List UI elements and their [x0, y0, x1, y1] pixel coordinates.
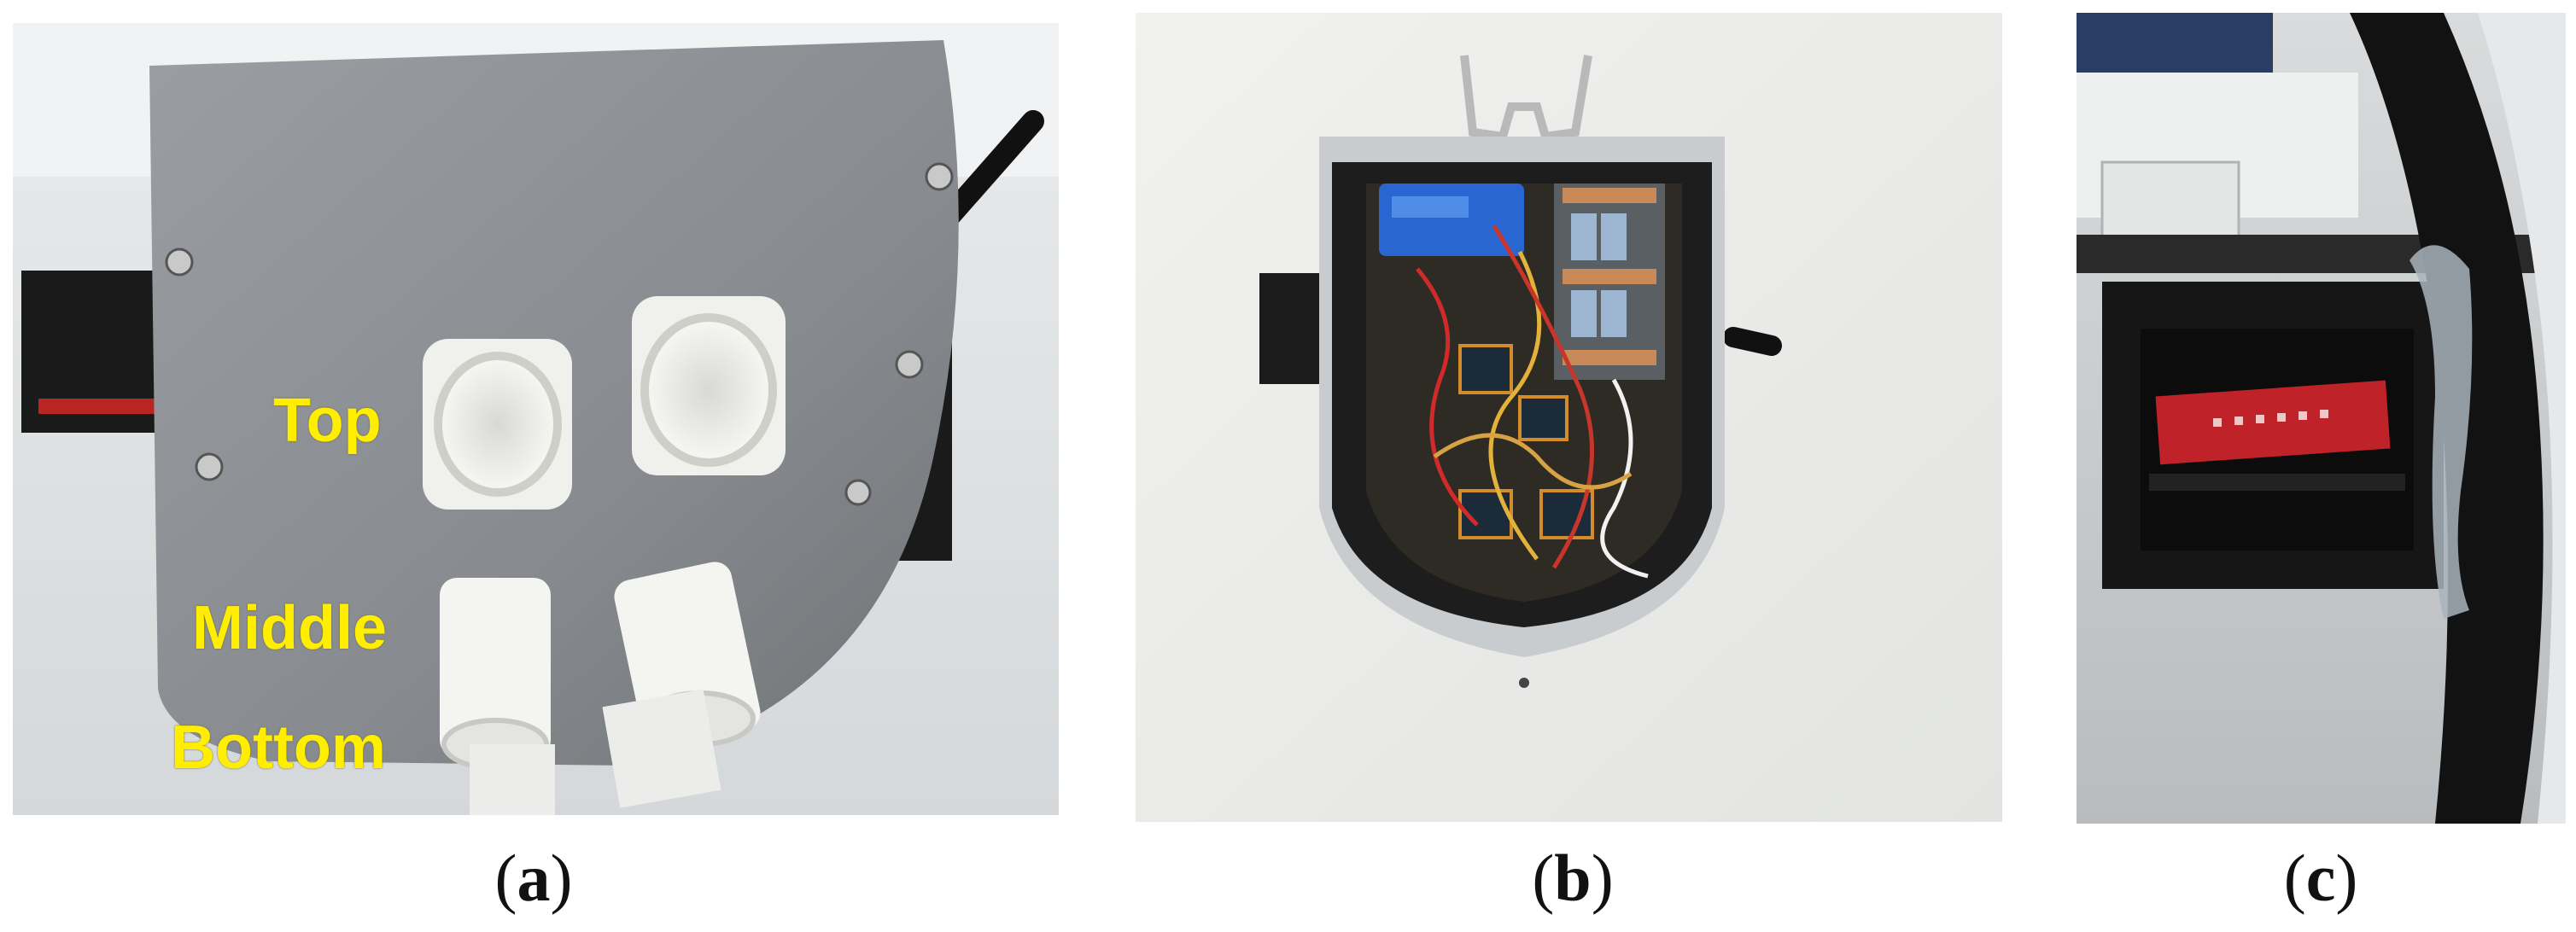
bottom-inlet-pipes: [470, 689, 721, 815]
label-middle: Middle: [192, 594, 387, 662]
photo-panel-a: Top Middle Bottom: [13, 23, 1059, 815]
silicone-seal: [2410, 245, 2473, 619]
red-circuit-board: [2155, 380, 2391, 465]
photo-panel-b: [1136, 13, 2002, 822]
caption-b: (b): [1532, 841, 1614, 915]
caption-a: (a): [494, 841, 573, 915]
top-inlet-pipes: [423, 296, 786, 510]
label-top: Top: [273, 387, 382, 455]
wiring: [1416, 224, 1649, 579]
side-box-closeup-photo: [2077, 13, 2566, 824]
label-bottom: Bottom: [171, 714, 386, 782]
battery-pack: [1379, 183, 1524, 256]
photo-panel-c: [2077, 13, 2566, 824]
electronics-interior-photo: [1136, 13, 2002, 822]
sensor-housing-photo: [13, 23, 1059, 815]
caption-c: (c): [2283, 841, 2358, 915]
